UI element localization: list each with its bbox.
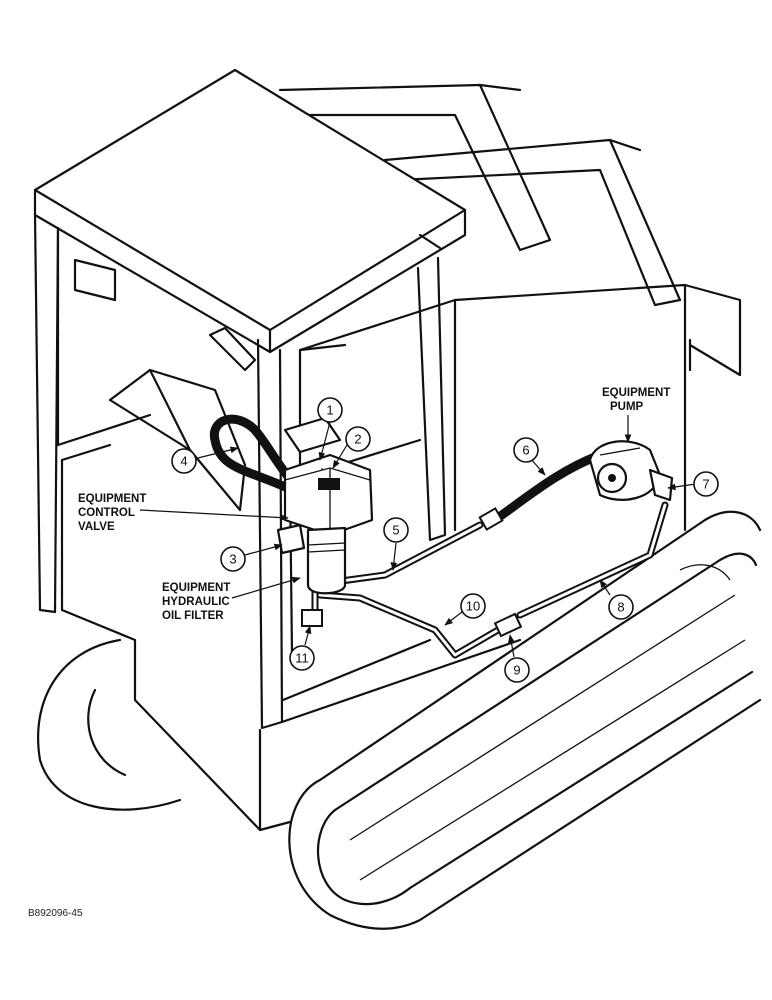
rops-frame (278, 83, 682, 307)
equipment-pump (588, 440, 674, 502)
svg-text:VALVE: VALVE (78, 521, 115, 533)
svg-text:2: 2 (354, 432, 361, 447)
svg-text:EQUIPMENT: EQUIPMENT (78, 493, 146, 505)
svg-text:3: 3 (229, 552, 236, 567)
label-control-valve: EQUIPMENT CONTROL VALVE (78, 493, 146, 533)
callout-6: 6 (513, 437, 539, 463)
label-equipment-pump: EQUIPMENT PUMP (602, 387, 670, 413)
svg-text:6: 6 (522, 443, 529, 458)
callout-2: 2 (345, 426, 371, 452)
drawing-code: B892096-45 (28, 908, 83, 919)
control-valve-assembly (276, 416, 374, 595)
callout-10: 10 (460, 593, 486, 619)
svg-text:EQUIPMENT: EQUIPMENT (162, 582, 230, 594)
engine-cabinet (298, 283, 687, 532)
svg-text:1: 1 (326, 403, 333, 418)
callout-9: 9 (504, 657, 530, 683)
svg-text:CONTROL: CONTROL (78, 507, 135, 519)
svg-text:PUMP: PUMP (610, 401, 644, 413)
svg-text:5: 5 (392, 523, 399, 538)
machine-outline (37, 283, 742, 832)
callout-5: 5 (383, 517, 409, 543)
label-oil-filter: EQUIPMENT HYDRAULIC OIL FILTER (162, 582, 230, 622)
callout-11: 11 (289, 645, 315, 671)
operator-cab (33, 68, 467, 730)
svg-text:OIL FILTER: OIL FILTER (162, 610, 224, 622)
svg-text:8: 8 (617, 600, 624, 615)
svg-text:4: 4 (180, 454, 187, 469)
callout-1: 1 (317, 397, 343, 423)
svg-text:10: 10 (466, 599, 480, 614)
svg-text:9: 9 (513, 663, 520, 678)
right-track (288, 510, 762, 930)
svg-text:HYDRAULIC: HYDRAULIC (162, 596, 230, 608)
svg-text:7: 7 (702, 477, 709, 492)
callout-4: 4 (171, 448, 197, 474)
callout-7: 7 (693, 471, 719, 497)
callout-3: 3 (220, 546, 246, 572)
callout-8: 8 (608, 594, 634, 620)
svg-text:EQUIPMENT: EQUIPMENT (602, 387, 670, 399)
svg-text:11: 11 (295, 651, 309, 666)
leader-lines (139, 415, 697, 658)
callouts: 1 2 3 4 5 6 7 8 9 10 11 (171, 397, 719, 683)
